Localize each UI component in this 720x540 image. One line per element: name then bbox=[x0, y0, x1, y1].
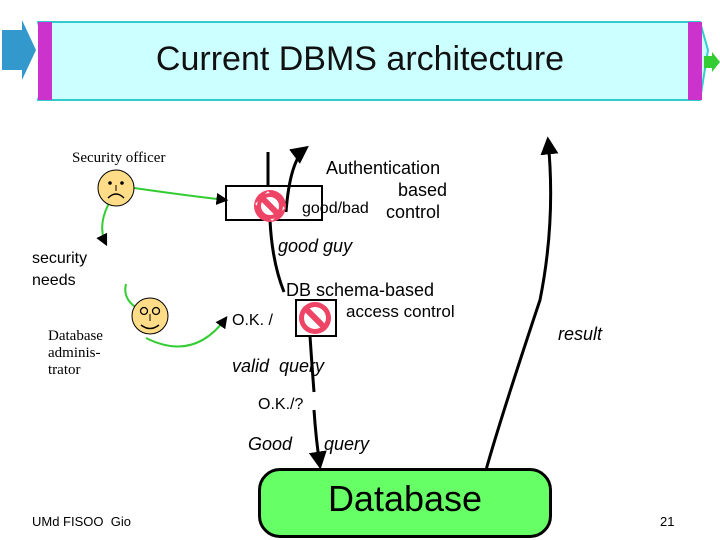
security-officer-label: Security officer bbox=[72, 150, 166, 166]
footer-text: UMd FISOO Gio bbox=[32, 514, 131, 529]
access-control-label: access control bbox=[346, 302, 455, 321]
valid-query-line bbox=[308, 335, 316, 393]
good-guy-label: good guy bbox=[278, 236, 353, 256]
database-box bbox=[258, 468, 552, 538]
db-schema-based-label: DB schema-based bbox=[286, 280, 435, 300]
slide-title: Current DBMS architecture bbox=[155, 40, 565, 78]
rejected-arrow bbox=[284, 145, 309, 213]
surprised-face-icon bbox=[131, 297, 169, 335]
good-guy-line bbox=[268, 219, 286, 293]
authentication-label: Authentication bbox=[326, 158, 441, 178]
no-entry-icon bbox=[299, 302, 331, 334]
no-entry-icon bbox=[254, 190, 286, 222]
officer-to-auth-arrow bbox=[133, 187, 229, 205]
valid-query-label: valid query bbox=[232, 356, 325, 376]
left-arrow-icon bbox=[2, 20, 36, 80]
query-label: query bbox=[324, 434, 370, 454]
right-arrow-icon bbox=[704, 52, 720, 72]
based-label: based bbox=[398, 180, 448, 200]
result-label: result bbox=[558, 324, 603, 344]
database-label: Database bbox=[327, 478, 483, 519]
control-label: control bbox=[386, 202, 441, 222]
ok-slash-label: O.K. / bbox=[232, 312, 273, 329]
security-needs-label: security needs bbox=[32, 250, 88, 289]
sad-face-icon bbox=[97, 169, 135, 207]
page-number: 21 bbox=[660, 514, 675, 529]
result-arrow bbox=[484, 136, 559, 471]
dba-to-access-arrow bbox=[145, 316, 228, 348]
good-query-arrow bbox=[308, 409, 327, 470]
good-label: Good bbox=[248, 434, 293, 454]
title-banner bbox=[0, 0, 720, 110]
dba-label: Database adminis- trator bbox=[48, 328, 103, 378]
good-bad-label: good/bad bbox=[302, 200, 369, 217]
ok-slash-question-label: O.K./? bbox=[258, 396, 304, 413]
